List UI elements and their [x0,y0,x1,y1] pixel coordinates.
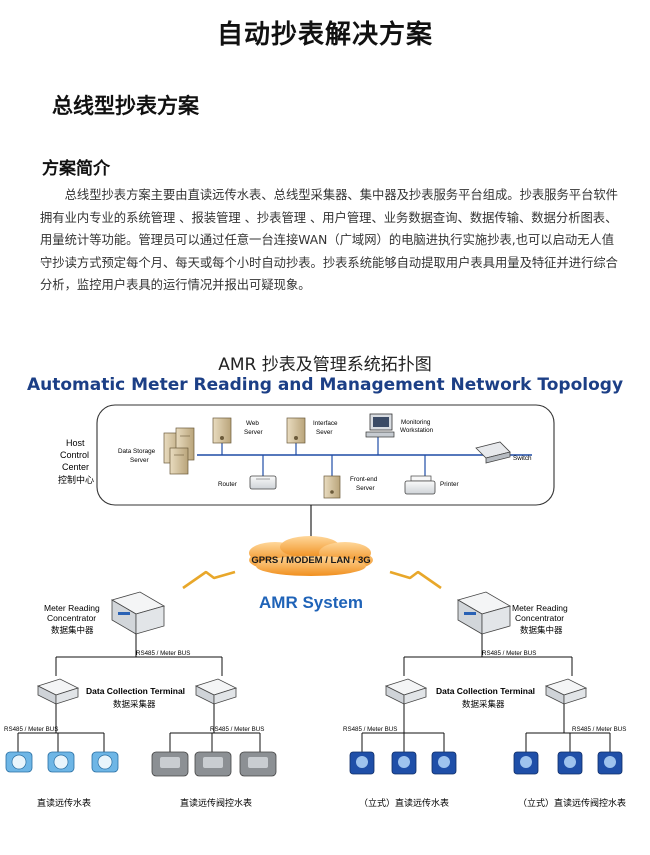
concentrator-left-icon [110,591,166,635]
terminal-icon-2 [194,678,238,705]
intro-heading: 方案简介 [42,159,110,179]
concentrator-right-label-2: Concentrator [515,613,564,623]
web-server-icon [212,417,232,444]
bus-level2-lines [17,704,611,752]
terminal-icon-3 [384,678,428,705]
switch-label: Switch [513,455,532,462]
valve-water-meter-icon [151,751,277,777]
printer-label: Printer [440,481,459,488]
data-storage-server-icon [163,427,195,475]
web-server-label-2: Server [244,429,263,436]
front-end-server-icon [323,475,341,499]
control-center-label-cn: 控制中心 [58,474,94,485]
concentrator-right-icon [456,591,512,635]
terminal-label-left-cn: 数据采集器 [113,699,156,709]
router-label: Router [218,481,237,488]
bus-label-6: RS485 / Meter BUS [572,726,626,733]
front-end-label-2: Server [356,485,375,492]
bus-label-4: RS485 / Meter BUS [210,726,264,733]
control-center-label-3: Center [62,462,89,472]
terminal-icon-4 [544,678,588,705]
bus-label-1: RS485 / Meter BUS [136,650,190,657]
diagram-title-cn: AMR 抄表及管理系统拓扑图 [218,355,432,375]
interface-server-label-2: Sever [316,429,332,436]
monitoring-label: Monitoring [401,419,431,426]
section-title: 总线型抄表方案 [52,94,199,118]
data-storage-label: Data Storage [118,448,156,455]
meter-group-label-4: （立式）直读远传阀控水表 [518,797,626,808]
concentrator-left-label-2: Concentrator [47,613,96,623]
network-cloud-icon [249,536,373,576]
switch-icon [475,441,511,464]
interface-server-icon [286,417,306,444]
meter-group-label-3: （立式）直读远传水表 [359,797,449,808]
bus-label-2: RS485 / Meter BUS [482,650,536,657]
vertical-water-meter-icon [349,751,457,775]
meter-group-label-2: 直读远传阀控水表 [180,797,252,808]
control-center-label: Host [66,438,85,448]
concentrator-right-label-cn: 数据集中器 [520,625,563,635]
web-server-label: Web [246,420,259,427]
vertical-valve-meter-icon [513,751,623,775]
monitoring-workstation-icon [365,413,395,438]
terminal-label-left: Data Collection Terminal [86,686,185,696]
water-meter-icon [5,751,119,773]
control-center-label-2: Control [60,450,89,460]
topology-diagram: Host Control Center 控制中心 Data Storage Se… [4,404,626,808]
wireless-link-left-icon [182,570,236,590]
concentrator-left-label-cn: 数据集中器 [51,625,94,635]
concentrator-right-label: Meter Reading [512,603,568,613]
bus-label-3: RS485 / Meter BUS [4,726,58,733]
router-icon [249,475,277,490]
terminal-label-right-cn: 数据采集器 [462,699,505,709]
amr-system-label: AMR System [259,593,363,612]
network-label: GPRS / MODEM / LAN / 3G [251,555,370,566]
terminal-label-right: Data Collection Terminal [436,686,535,696]
meter-group-label-1: 直读远传水表 [37,797,91,808]
page-title: 自动抄表解决方案 [216,20,433,50]
interface-server-label: Interface [313,420,338,427]
bus-level1-lines [55,634,573,676]
wireless-link-right-icon [389,570,442,590]
diagram-title-en: Automatic Meter Reading and Management N… [26,375,624,395]
terminal-icon-1 [36,678,80,705]
front-end-label: Front-end [350,476,378,483]
bus-label-5: RS485 / Meter BUS [343,726,397,733]
data-storage-label-2: Server [130,457,149,464]
printer-icon [404,475,436,495]
monitoring-label-2: Workstation [400,427,434,434]
intro-paragraph: 总线型抄表方案主要由直读远传水表、总线型采集器、集中器及抄表服务平台组成。抄表服… [40,188,618,293]
concentrator-left-label: Meter Reading [44,603,100,613]
